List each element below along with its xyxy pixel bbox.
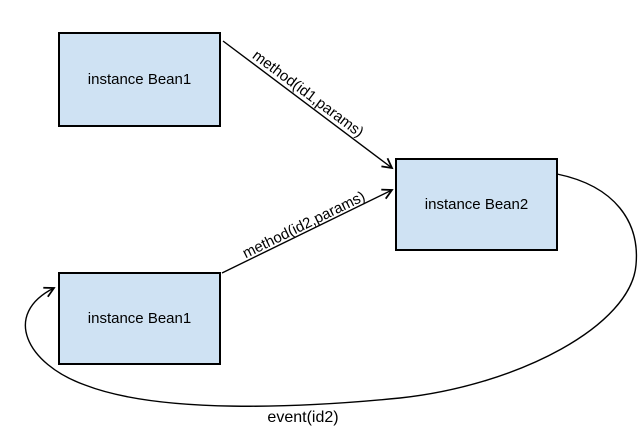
node-instance-bean1-top: instance Bean1 — [58, 32, 221, 127]
node-label: instance Bean1 — [87, 310, 192, 327]
edge-method-id2-line — [221, 188, 394, 274]
edge-event-id2-curve — [24, 173, 638, 407]
node-instance-bean2: instance Bean2 — [395, 158, 558, 251]
node-label: instance Bean2 — [424, 196, 529, 213]
edge-label-event-id2: event(id2) — [267, 409, 339, 426]
node-instance-bean1-bottom: instance Bean1 — [58, 272, 221, 365]
node-label: instance Bean1 — [87, 71, 192, 88]
edge-method-id1-line — [222, 40, 394, 170]
